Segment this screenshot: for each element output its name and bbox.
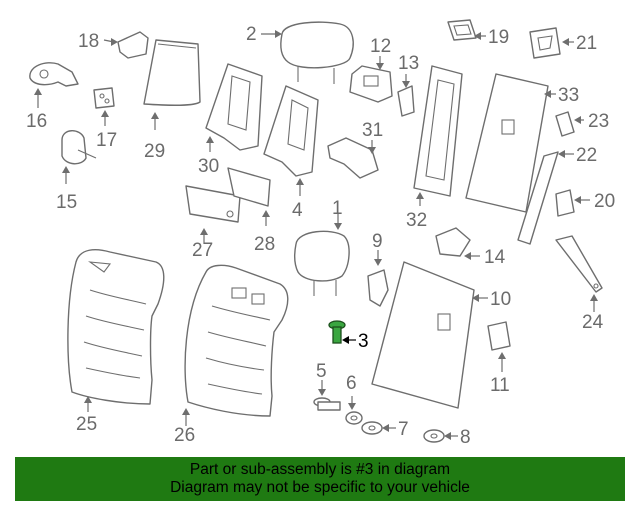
callout-7: 7 [398, 419, 409, 440]
callout-27: 27 [192, 240, 213, 261]
part-17-plate[interactable] [93, 87, 115, 109]
callout-31: 31 [362, 120, 383, 141]
part-30-frame[interactable] [205, 63, 263, 151]
callout-33: 33 [558, 85, 579, 106]
part-15-recliner[interactable] [61, 130, 97, 165]
callout-16: 16 [26, 111, 47, 132]
callout-3: 3 [358, 331, 369, 352]
callout-19: 19 [488, 27, 509, 48]
callout-32: 32 [406, 210, 427, 231]
callout-6: 6 [346, 373, 357, 394]
callout-2: 2 [246, 24, 257, 45]
part-8-washer[interactable] [423, 429, 445, 443]
part-12-bracket[interactable] [349, 65, 393, 103]
part-21-cover[interactable] [529, 27, 561, 59]
part-7-washer[interactable] [361, 421, 383, 435]
part-10-back-cover[interactable] [371, 261, 475, 409]
part-24-bracket[interactable] [555, 235, 603, 293]
part-28-trim[interactable] [227, 167, 271, 207]
callout-18: 18 [78, 31, 99, 52]
part-29-seatback-panel[interactable] [143, 39, 201, 107]
banner-line-1: Part or sub-assembly is #3 in diagram [189, 461, 451, 478]
part-11-cap[interactable] [487, 321, 511, 351]
callout-25: 25 [76, 414, 97, 435]
part-2-headrest[interactable] [280, 21, 354, 84]
callout-4: 4 [292, 200, 303, 221]
part-1-headrest[interactable] [293, 230, 350, 296]
part-5-bolt[interactable] [313, 397, 341, 411]
part-25-seatback-cover[interactable] [67, 249, 165, 405]
part-16-latch[interactable] [29, 62, 79, 87]
part-9-guide[interactable] [367, 269, 389, 307]
parts-diagram: 2 18 16 17 15 29 30 4 [26, 19, 615, 448]
part-19-pad[interactable] [447, 19, 477, 41]
callout-20: 20 [594, 191, 615, 212]
callout-30: 30 [198, 156, 219, 177]
part-26-seatback-cover[interactable] [184, 264, 289, 417]
callout-23: 23 [588, 111, 609, 132]
callout-17: 17 [96, 130, 117, 151]
callout-10: 10 [490, 289, 511, 310]
callout-11: 11 [490, 375, 510, 396]
callout-1: 1 [332, 198, 343, 219]
callout-12: 12 [370, 36, 391, 57]
callout-24: 24 [582, 312, 604, 333]
callout-22: 22 [576, 145, 597, 166]
part-31-bracket[interactable] [327, 137, 379, 179]
part-20-clip[interactable] [555, 189, 575, 217]
callout-21: 21 [576, 33, 597, 54]
part-22-trim[interactable] [517, 151, 559, 245]
part-14-bracket[interactable] [435, 227, 471, 257]
callout-5: 5 [316, 361, 327, 382]
part-18-bracket[interactable] [117, 31, 149, 59]
callout-15: 15 [56, 192, 77, 213]
banner-line-2: Diagram may not be specific to your vehi… [170, 479, 470, 496]
part-27-trim[interactable] [185, 185, 241, 223]
part-6-nut[interactable] [345, 411, 363, 425]
callout-8: 8 [460, 427, 471, 448]
part-32-frame[interactable] [413, 65, 463, 197]
callout-28: 28 [254, 234, 275, 255]
part-23-clip[interactable] [555, 111, 575, 137]
callout-26: 26 [174, 425, 195, 446]
part-13-clip[interactable] [397, 85, 415, 117]
info-banner: Part or sub-assembly is #3 in diagram Di… [15, 457, 625, 501]
callout-13: 13 [398, 53, 419, 74]
part-3-bolt-highlighted[interactable] [328, 320, 346, 344]
callout-14: 14 [484, 247, 506, 268]
callout-9: 9 [372, 231, 383, 252]
callout-29: 29 [144, 141, 165, 162]
part-4-seat-frame[interactable] [263, 85, 319, 177]
